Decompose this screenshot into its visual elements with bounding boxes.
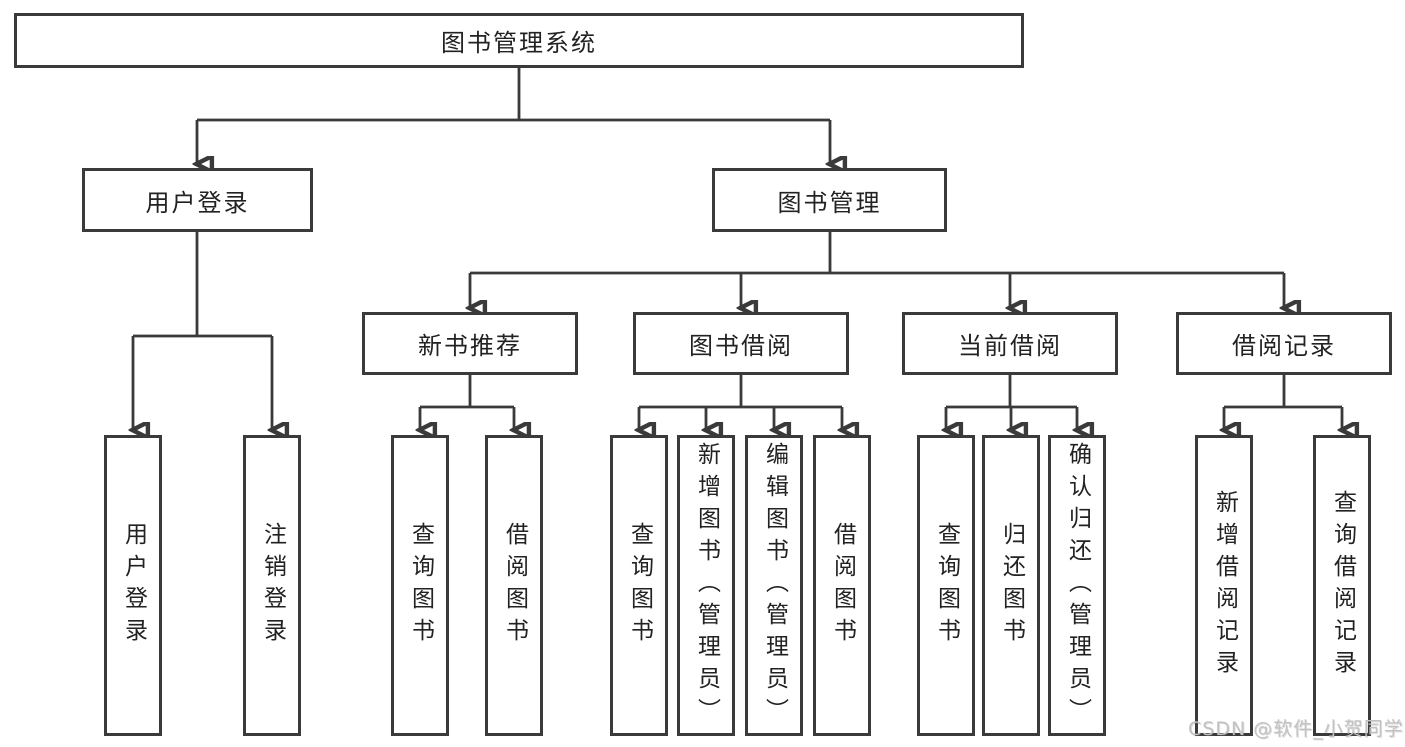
leaf-query-books-1: 查询图书 — [391, 435, 449, 736]
leaf-user-login: 用户登录 — [104, 435, 162, 736]
node-book-management: 图书管理 — [712, 168, 947, 232]
leaf-query-borrow-record: 查询借阅记录 — [1313, 435, 1371, 736]
csdn-watermark: CSDN @软件_小贺同学 — [1188, 718, 1404, 740]
leaf-confirm-return-admin: 确认归还（管理员） — [1048, 435, 1106, 736]
leaf-add-borrow-record: 新增借阅记录 — [1195, 435, 1253, 736]
node-user-login: 用户登录 — [82, 168, 313, 232]
leaf-add-book-admin: 新增图书（管理员） — [677, 435, 735, 736]
node-new-book-recommend: 新书推荐 — [362, 312, 578, 375]
leaf-return-book: 归还图书 — [982, 435, 1040, 736]
leaf-query-books-3: 查询图书 — [917, 435, 975, 736]
node-current-borrow: 当前借阅 — [902, 312, 1118, 375]
node-root: 图书管理系统 — [14, 13, 1024, 68]
leaf-edit-book-admin: 编辑图书（管理员） — [745, 435, 803, 736]
leaf-logout: 注销登录 — [243, 435, 301, 736]
node-book-borrow: 图书借阅 — [633, 312, 849, 375]
node-borrow-records: 借阅记录 — [1176, 312, 1392, 375]
leaf-query-books-2: 查询图书 — [610, 435, 668, 736]
leaf-borrow-books-1: 借阅图书 — [485, 435, 543, 736]
leaf-borrow-books-2: 借阅图书 — [813, 435, 871, 736]
